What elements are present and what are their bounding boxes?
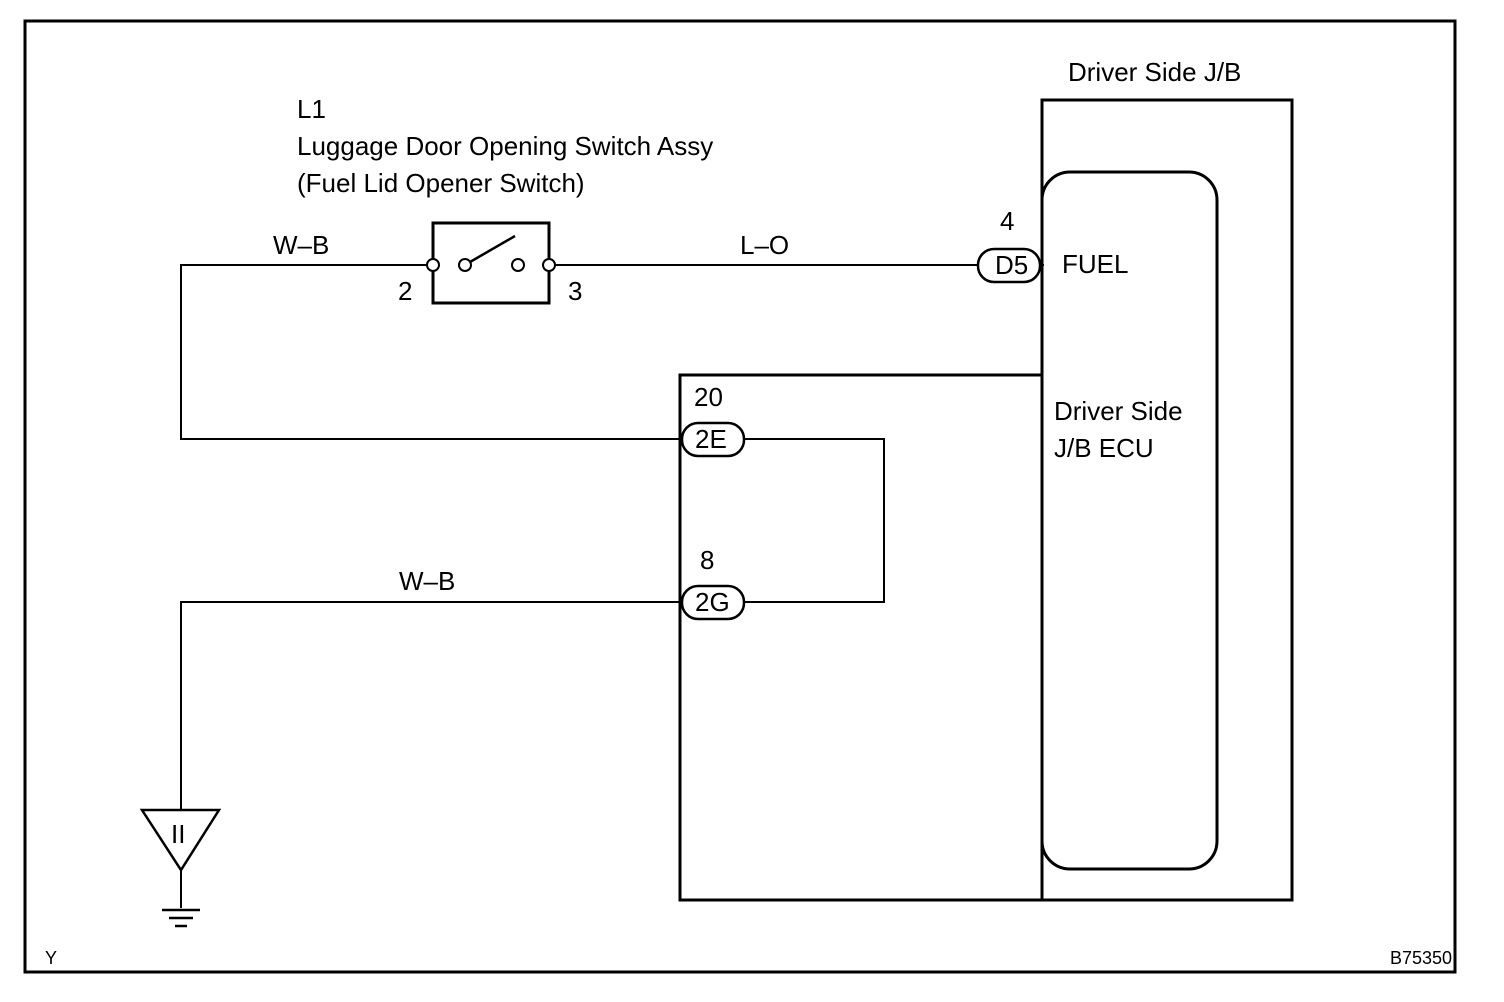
junction-block-outline bbox=[1040, 98, 1294, 902]
switch-lever bbox=[469, 234, 516, 264]
switch-body bbox=[431, 221, 551, 305]
wire-w-b-top bbox=[180, 264, 682, 440]
connector-2e-id: 2E bbox=[695, 424, 727, 454]
wire-w-b-bottom bbox=[180, 601, 682, 810]
connector-d5-pin: 4 bbox=[1000, 206, 1014, 236]
fuel-signal-label: FUEL bbox=[1062, 249, 1128, 279]
ground-label: II bbox=[171, 819, 185, 849]
wire-label-bottom: W–B bbox=[399, 566, 455, 596]
wire-label-top-right: L–O bbox=[740, 230, 789, 260]
diagram-frame bbox=[23, 19, 1457, 974]
wire-ecu-loop bbox=[744, 438, 885, 603]
ecu-label-line1: Driver Side bbox=[1054, 396, 1183, 426]
connector-2e bbox=[680, 421, 746, 458]
switch-terminal-3 bbox=[542, 258, 556, 272]
junction-block-title: Driver Side J/B bbox=[1068, 57, 1241, 87]
corner-left-label: Y bbox=[45, 948, 57, 968]
connector-2g-pin: 8 bbox=[700, 545, 714, 575]
switch-pin-left: 2 bbox=[398, 276, 412, 306]
jb-ecu-connector-area bbox=[678, 373, 1292, 902]
ground-point-triangle bbox=[139, 808, 222, 873]
ecu-label-line2: J/B ECU bbox=[1054, 433, 1154, 463]
jb-ecu-module bbox=[1040, 170, 1219, 871]
switch-pin-right: 3 bbox=[568, 276, 582, 306]
switch-contact-right bbox=[511, 258, 525, 272]
switch-name: Luggage Door Opening Switch Assy bbox=[297, 131, 713, 161]
connector-d5-id: D5 bbox=[995, 250, 1028, 280]
switch-subname: (Fuel Lid Opener Switch) bbox=[297, 168, 585, 198]
switch-contact-left bbox=[458, 258, 472, 272]
switch-terminal-2 bbox=[426, 258, 440, 272]
connector-2e-pin: 20 bbox=[694, 382, 723, 412]
connector-d5 bbox=[976, 247, 1042, 284]
connector-2g bbox=[680, 584, 746, 621]
wire-label-top-left: W–B bbox=[273, 230, 329, 260]
connector-2g-id: 2G bbox=[695, 587, 730, 617]
figure-code: B75350 bbox=[1390, 948, 1452, 968]
switch-ref: L1 bbox=[297, 94, 326, 124]
